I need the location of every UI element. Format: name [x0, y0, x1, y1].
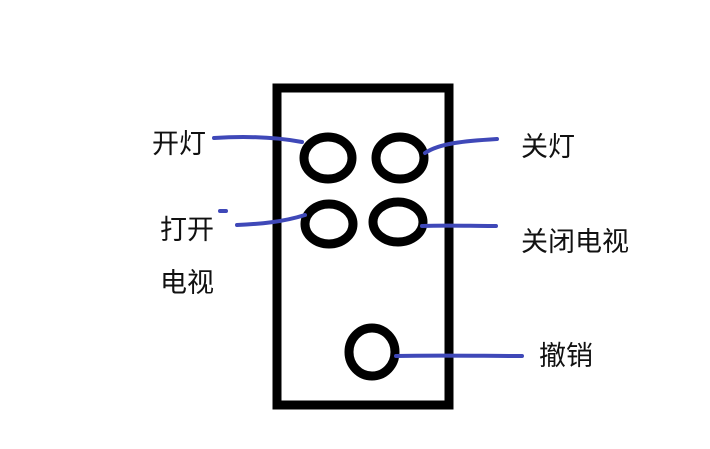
- lights-off-label: 关灯: [521, 132, 575, 163]
- tv-off-button[interactable]: [368, 197, 428, 247]
- lights-on-button[interactable]: [299, 132, 357, 184]
- remote-body: [272, 83, 454, 410]
- lights-off-button[interactable]: [371, 132, 429, 184]
- leader-line-lights-off: [423, 137, 499, 155]
- lights-on-label: 开灯: [152, 129, 206, 160]
- tv-off-label: 关闭电视: [521, 227, 629, 258]
- tv-on-label: 打开 电视: [160, 215, 214, 299]
- tv-on-button[interactable]: [300, 199, 358, 249]
- undo-button[interactable]: [344, 323, 400, 381]
- undo-label: 撤销: [539, 341, 593, 372]
- leader-line-lights-on: [212, 135, 304, 144]
- leader-line-tv-on: [235, 213, 307, 227]
